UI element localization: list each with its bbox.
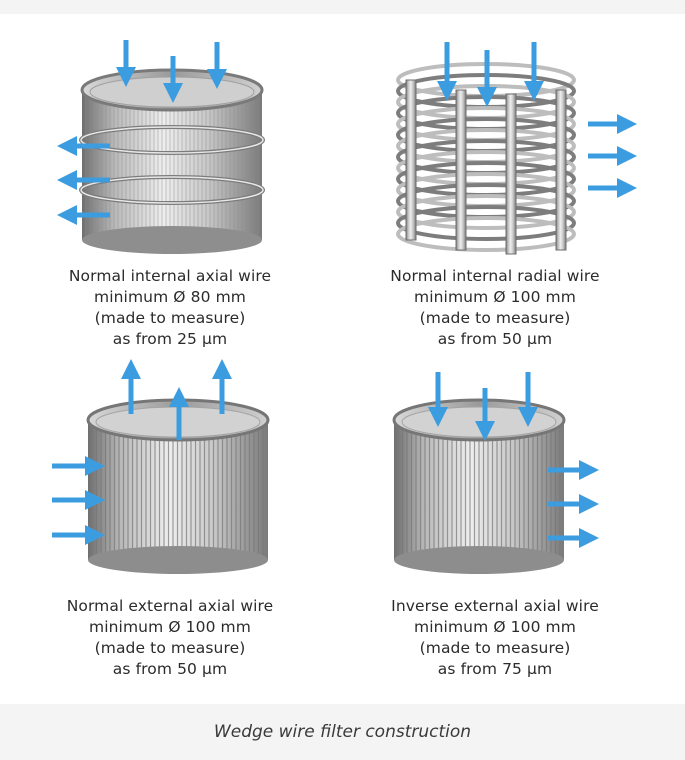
figure-inverse-external-axial <box>380 362 650 582</box>
caption-line: Normal internal radial wire <box>390 267 600 285</box>
caption-line: (made to measure) <box>94 639 246 657</box>
caption-line: minimum Ø 80 mm <box>94 288 246 306</box>
caption-line: Inverse external axial wire <box>391 597 599 615</box>
caption-line: (made to measure) <box>419 639 571 657</box>
caption-line: as from 75 µm <box>437 660 553 678</box>
caption-line: as from 25 µm <box>112 330 228 348</box>
caption-line: as from 50 µm <box>112 660 228 678</box>
caption-line: (made to measure) <box>94 309 246 327</box>
caption-inverse-external-axial: Inverse external axial wire minimum Ø 10… <box>365 596 625 680</box>
caption-external-axial: Normal external axial wire minimum Ø 100… <box>40 596 300 680</box>
figure-external-axial <box>40 359 300 582</box>
cylinder-internal-axial-illustration <box>57 40 265 254</box>
caption-line: minimum Ø 100 mm <box>89 618 251 636</box>
caption-internal-radial: Normal internal radial wire minimum Ø 10… <box>365 266 625 350</box>
caption-line: (made to measure) <box>419 309 571 327</box>
top-strip <box>0 0 685 14</box>
caption-line: Normal internal axial wire <box>68 267 272 285</box>
cylinder-external-axial-illustration <box>52 359 270 574</box>
figure-caption: Wedge wire filter construction <box>213 722 472 742</box>
caption-line: as from 50 µm <box>437 330 553 348</box>
figure-internal-axial <box>40 40 300 260</box>
caption-line: minimum Ø 100 mm <box>414 288 576 306</box>
caption-line: Normal external axial wire <box>66 597 274 615</box>
cylinder-internal-radial-illustration <box>396 42 637 255</box>
caption-internal-axial: Normal internal axial wire minimum Ø 80 … <box>40 266 300 350</box>
caption-line: minimum Ø 100 mm <box>414 618 576 636</box>
cylinder-inverse-external-axial-illustration <box>392 372 599 574</box>
figure-internal-radial <box>380 40 650 260</box>
